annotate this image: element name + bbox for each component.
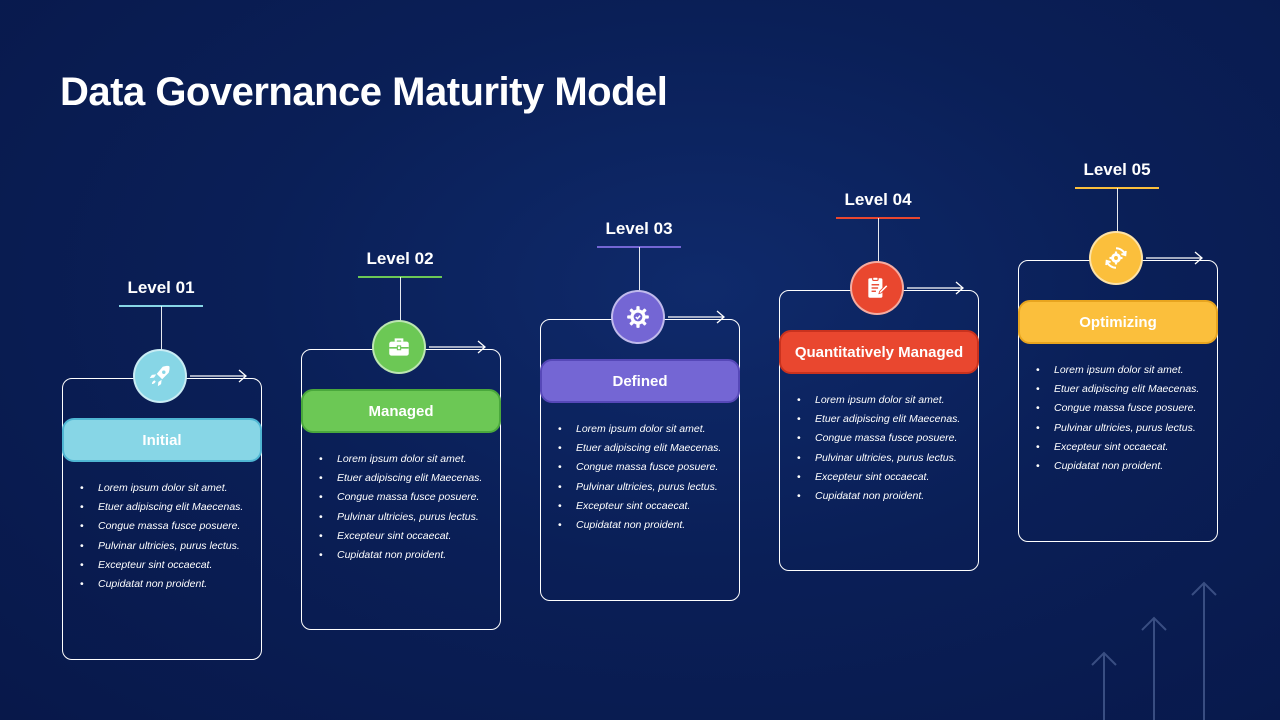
connector-line — [1117, 188, 1118, 232]
list-item: Cupidatat non proident. — [1036, 457, 1212, 476]
list-item: Etuer adipiscing elit Maecenas. — [319, 469, 495, 488]
arrow-right-icon — [429, 340, 486, 354]
connector-line — [878, 218, 879, 262]
connector-line — [161, 306, 162, 350]
stage-level-01: Level 01 Initial Lorem ipsum dolor sit a… — [62, 277, 262, 660]
list-item: Lorem ipsum dolor sit amet. — [797, 391, 973, 410]
gear-cycle-icon — [1089, 231, 1143, 285]
level-name-pill: Quantitatively Managed — [779, 330, 979, 374]
list-item: Lorem ipsum dolor sit amet. — [319, 450, 495, 469]
stage-level-03: Level 03 Defined Lorem ipsum dolor sit a… — [540, 218, 740, 601]
gear-check-icon — [611, 290, 665, 344]
list-item: Pulvinar ultricies, purus lectus. — [1036, 419, 1212, 438]
list-item: Excepteur sint occaecat. — [1036, 438, 1212, 457]
level-label: Level 03 — [597, 218, 681, 248]
growth-arrows-icon — [1091, 581, 1217, 720]
list-item: Excepteur sint occaecat. — [80, 556, 256, 575]
page-title: Data Governance Maturity Model — [60, 70, 668, 114]
list-item: Congue massa fusce posuere. — [80, 517, 256, 536]
list-item: Pulvinar ultricies, purus lectus. — [558, 478, 734, 497]
list-item: Excepteur sint occaecat. — [319, 527, 495, 546]
briefcase-icon — [372, 320, 426, 374]
list-item: Etuer adipiscing elit Maecenas. — [797, 410, 973, 429]
level-label: Level 04 — [836, 189, 920, 219]
list-item: Congue massa fusce posuere. — [1036, 399, 1212, 418]
rocket-icon — [133, 349, 187, 403]
level-label: Level 01 — [119, 277, 203, 307]
document-edit-icon — [850, 261, 904, 315]
bullet-list: Lorem ipsum dolor sit amet. Etuer adipis… — [558, 420, 734, 535]
bullet-list: Lorem ipsum dolor sit amet. Etuer adipis… — [1036, 361, 1212, 476]
list-item: Pulvinar ultricies, purus lectus. — [319, 508, 495, 527]
level-name-pill: Optimizing — [1018, 300, 1218, 344]
list-item: Congue massa fusce posuere. — [797, 429, 973, 448]
arrow-right-icon — [190, 369, 247, 383]
level-name-pill: Initial — [62, 418, 262, 462]
level-name-pill: Managed — [301, 389, 501, 433]
list-item: Excepteur sint occaecat. — [797, 468, 973, 487]
level-label: Level 02 — [358, 248, 442, 278]
list-item: Cupidatat non proident. — [319, 546, 495, 565]
list-item: Etuer adipiscing elit Maecenas. — [558, 439, 734, 458]
list-item: Congue massa fusce posuere. — [558, 458, 734, 477]
stage-level-04: Level 04 Quantitatively Managed Lorem ip… — [779, 189, 979, 571]
list-item: Lorem ipsum dolor sit amet. — [80, 479, 256, 498]
list-item: Etuer adipiscing elit Maecenas. — [1036, 380, 1212, 399]
bullet-list: Lorem ipsum dolor sit amet. Etuer adipis… — [80, 479, 256, 594]
list-item: Pulvinar ultricies, purus lectus. — [797, 449, 973, 468]
list-item: Lorem ipsum dolor sit amet. — [1036, 361, 1212, 380]
arrow-right-icon — [668, 310, 725, 324]
stage-level-02: Level 02 Managed Lorem ipsum dolor sit a… — [301, 248, 501, 630]
bullet-list: Lorem ipsum dolor sit amet. Etuer adipis… — [319, 450, 495, 565]
arrow-right-icon — [1146, 251, 1203, 265]
list-item: Excepteur sint occaecat. — [558, 497, 734, 516]
level-name-pill: Defined — [540, 359, 740, 403]
arrow-right-icon — [907, 281, 964, 295]
list-item: Etuer adipiscing elit Maecenas. — [80, 498, 256, 517]
connector-line — [400, 277, 401, 321]
list-item: Cupidatat non proident. — [797, 487, 973, 506]
level-label: Level 05 — [1075, 159, 1159, 189]
stage-level-05: Level 05 Optimizing Lorem ipsum dolor si… — [1018, 159, 1218, 542]
connector-line — [639, 247, 640, 291]
list-item: Cupidatat non proident. — [80, 575, 256, 594]
bullet-list: Lorem ipsum dolor sit amet. Etuer adipis… — [797, 391, 973, 506]
list-item: Cupidatat non proident. — [558, 516, 734, 535]
list-item: Pulvinar ultricies, purus lectus. — [80, 537, 256, 556]
list-item: Congue massa fusce posuere. — [319, 488, 495, 507]
list-item: Lorem ipsum dolor sit amet. — [558, 420, 734, 439]
